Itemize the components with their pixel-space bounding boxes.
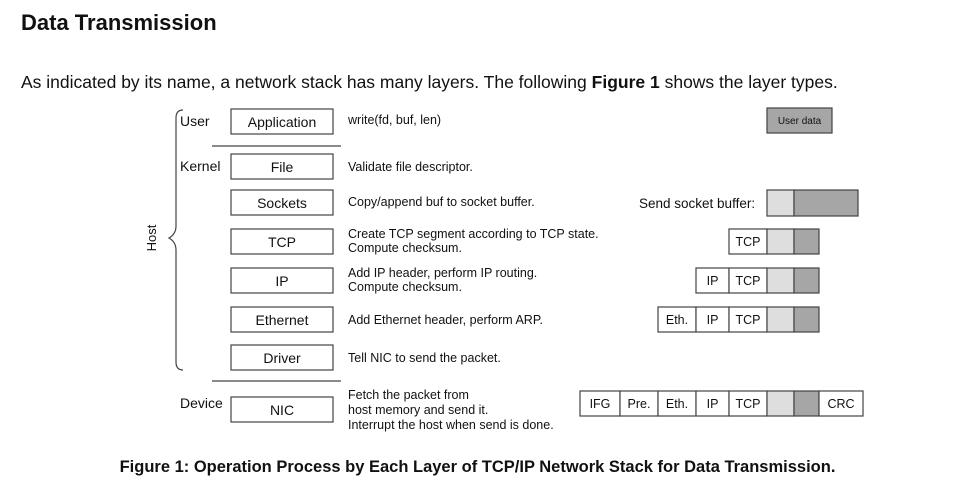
send-buffer-dark-cell xyxy=(793,189,859,217)
send-buffer-label: Send socket buffer: xyxy=(639,196,755,211)
ip-row-tcp-label: TCP xyxy=(736,274,761,288)
eth-row-tcp-label: TCP xyxy=(736,313,761,327)
layer-box-ethernet xyxy=(230,306,334,333)
group-label-kernel: Kernel xyxy=(180,158,220,174)
eth-row-eth-label: Eth. xyxy=(666,313,688,327)
layer-desc-tcp-line2: Compute checksum. xyxy=(348,241,462,255)
nic-row-eth-label: Eth. xyxy=(666,397,688,411)
layer-name-nic: NIC xyxy=(270,402,294,418)
nic-row-crc-label: CRC xyxy=(827,397,854,411)
layer-desc-application: write(fd, buf, len) xyxy=(347,113,441,127)
ip-row-light-cell xyxy=(766,267,795,294)
nic-row-tcp-label: TCP xyxy=(736,397,761,411)
nic-row-ifg-label: IFG xyxy=(590,397,611,411)
layer-box-sockets xyxy=(230,189,334,216)
group-label-device: Device xyxy=(180,395,223,411)
layer-box-application xyxy=(230,108,334,135)
eth-row-light-cell xyxy=(766,306,795,333)
layer-desc-nic-line3: Interrupt the host when send is done. xyxy=(348,418,554,432)
layer-box-nic xyxy=(230,396,334,423)
layer-box-tcp xyxy=(230,228,334,255)
layer-desc-nic-line1: Fetch the packet from xyxy=(348,388,469,402)
layer-desc-ethernet: Add Ethernet header, perform ARP. xyxy=(348,313,543,327)
layer-desc-driver: Tell NIC to send the packet. xyxy=(348,351,501,365)
figure-caption: Figure 1: Operation Process by Each Laye… xyxy=(119,458,836,476)
layer-name-application: Application xyxy=(248,114,317,130)
layer-name-ip: IP xyxy=(275,273,288,289)
tcp-row-tcp-label: TCP xyxy=(736,235,761,249)
eth-row-ip-label: IP xyxy=(707,313,719,327)
layer-box-file xyxy=(230,153,334,180)
layer-desc-nic-line2: host memory and send it. xyxy=(348,403,488,417)
intro-text-before: As indicated by its name, a network stac… xyxy=(21,72,592,92)
user-data-label: User data xyxy=(778,116,822,127)
user-data-box xyxy=(766,107,833,134)
layer-desc-ip-line2: Compute checksum. xyxy=(348,280,462,294)
figure-reference: Figure 1 xyxy=(591,72,660,92)
host-label: Host xyxy=(144,224,159,251)
layer-desc-ip-line1: Add IP header, perform IP routing. xyxy=(348,266,537,280)
page-title: Data Transmission xyxy=(21,10,217,35)
tcp-row-dark-cell xyxy=(793,228,820,255)
layer-name-driver: Driver xyxy=(263,350,301,366)
layer-desc-file: Validate file descriptor. xyxy=(348,160,473,174)
layer-desc-tcp-line1: Create TCP segment according to TCP stat… xyxy=(348,227,599,241)
nic-row-crc-cell xyxy=(818,390,864,417)
nic-row-ip-label: IP xyxy=(707,397,719,411)
nic-row-pre-label: Pre. xyxy=(628,397,651,411)
intro-text-after: shows the layer types. xyxy=(659,72,838,92)
layer-name-ethernet: Ethernet xyxy=(256,312,309,328)
ip-row-ip-cell xyxy=(695,267,730,294)
eth-row-dark-cell xyxy=(793,306,820,333)
ip-row-ip-label: IP xyxy=(707,274,719,288)
nic-row-pre-cell xyxy=(619,390,659,417)
host-bracket xyxy=(167,109,184,371)
nic-row-ip-cell xyxy=(695,390,730,417)
layer-box-ip xyxy=(230,267,334,294)
nic-row-ifg-cell xyxy=(579,390,621,417)
eth-row-eth-cell xyxy=(657,306,697,333)
ip-row-tcp-cell xyxy=(728,267,768,294)
tcp-row-header-cell xyxy=(728,228,768,255)
network-stack-diagram: Host User Kernel Device Application File… xyxy=(144,107,864,432)
intro-paragraph: As indicated by its name, a network stac… xyxy=(21,72,838,93)
ip-row-dark-cell xyxy=(793,267,820,294)
nic-row-light-cell xyxy=(766,390,795,417)
nic-row-dark-cell xyxy=(793,390,820,417)
layer-desc-sockets: Copy/append buf to socket buffer. xyxy=(348,195,535,209)
nic-row-tcp-cell xyxy=(728,390,768,417)
layer-name-file: File xyxy=(271,159,294,175)
layer-name-tcp: TCP xyxy=(268,234,296,250)
group-label-user: User xyxy=(180,113,210,129)
eth-row-tcp-cell xyxy=(728,306,768,333)
layer-box-driver xyxy=(230,344,334,371)
layer-name-sockets: Sockets xyxy=(257,195,307,211)
send-buffer-light-cell xyxy=(766,189,795,217)
tcp-row-light-cell xyxy=(766,228,795,255)
